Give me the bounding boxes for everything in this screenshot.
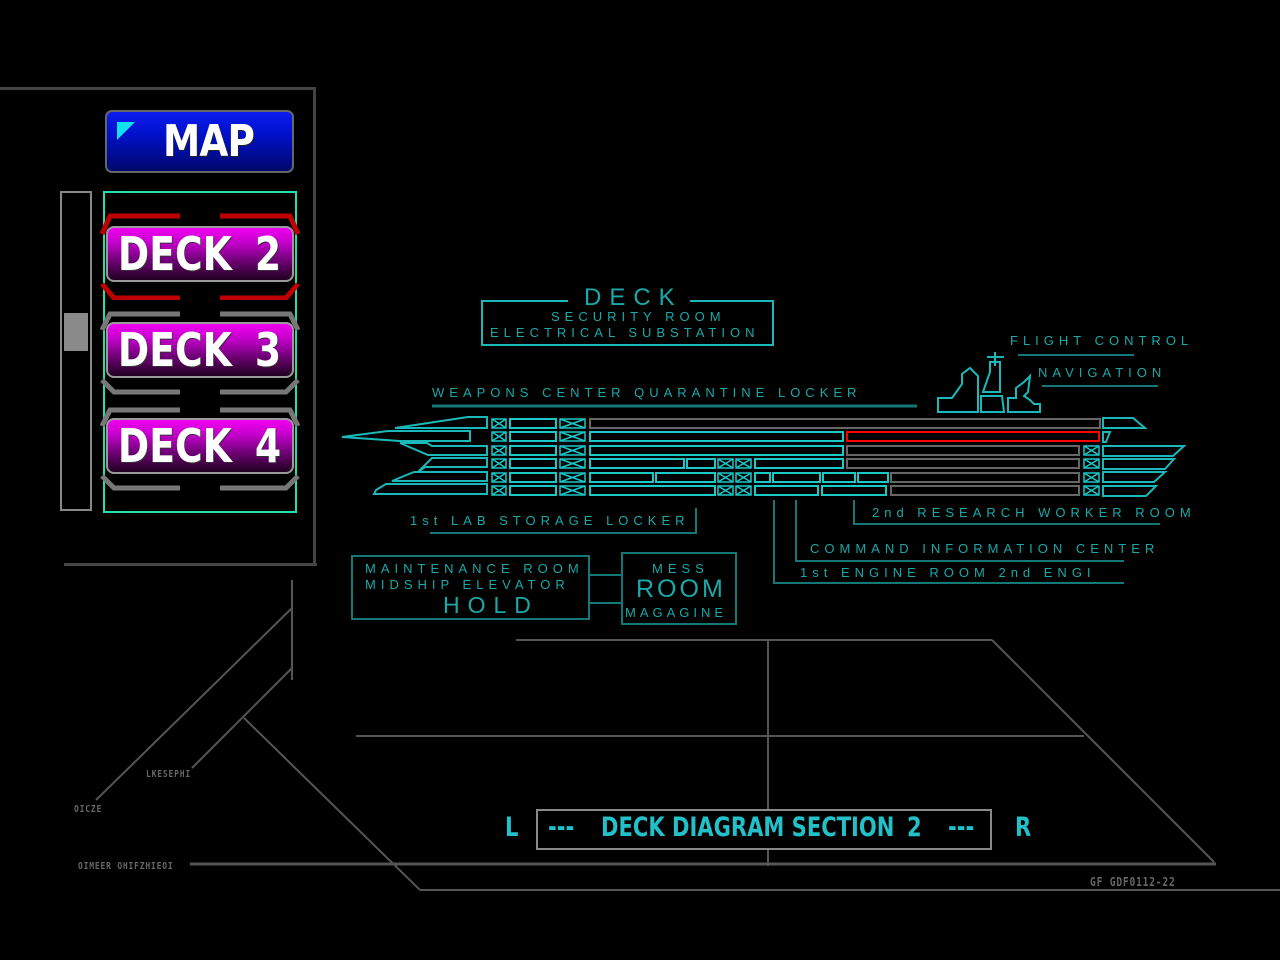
room-cell[interactable] [589,485,716,496]
stairwell-icon [717,485,734,496]
label-flight-control[interactable]: FLIGHT CONTROL [1010,333,1194,348]
label-lab-storage[interactable]: 1st LAB STORAGE LOCKER [410,513,690,528]
deck-4-label: DECK 4 [118,419,282,473]
deck-rooms [491,418,1101,496]
small-label-3: OIMEER OHIFZHIEOI [78,861,174,872]
section-number: 2 [907,812,922,843]
label-weapons-center[interactable]: WEAPONS CENTER QUARANTINE LOCKER [432,385,862,400]
stairwell-icon [491,458,507,469]
label-navigation[interactable]: NAVIGATION [1038,365,1167,380]
maintenance-line-3[interactable]: HOLD [443,592,539,618]
room-cell[interactable] [846,458,1080,469]
small-label-2: OICZE [74,804,103,815]
stairwell-icon [717,472,734,483]
nav-left-button[interactable]: L [505,812,519,843]
mess-line-3[interactable]: MAGAGINE [625,605,728,620]
radar-dish-icon [1007,373,1041,413]
mess-line-2[interactable]: ROOM [636,575,726,603]
mess-line-1[interactable]: MESS [652,561,709,576]
stairwell-icon [491,418,507,429]
stairwell-icon [491,431,507,442]
maintenance-line-1[interactable]: MAINTENANCE ROOM [365,561,584,576]
map-button-label: MAP [162,116,255,167]
stairwell-icon [735,458,752,469]
left-panel-bottom-line [64,563,317,566]
stairwell-icon [1083,485,1100,496]
corridor-top[interactable] [589,418,1101,429]
deck-2-label: DECK 2 [118,227,282,281]
stairwell-icon [491,445,507,456]
room-cell[interactable] [686,458,716,469]
room-cell[interactable] [655,472,716,483]
room-cell[interactable] [509,418,557,429]
room-cell[interactable] [890,485,1080,496]
stairwell-icon [735,485,752,496]
room-cell[interactable] [754,458,844,469]
deck-3-button[interactable]: DECK 3 [106,322,294,378]
stairwell-icon [559,431,586,442]
bridge-tower-icon [937,366,979,413]
deck-scrollbar-thumb[interactable] [64,313,88,351]
deck-3-label: DECK 3 [118,323,282,377]
room-cell[interactable] [890,472,1080,483]
stairwell-icon [735,472,752,483]
nav-right-button[interactable]: R [1015,812,1032,843]
footer-code: GF GDF0112-22 [1090,875,1176,889]
title-heading: DECK [584,284,683,311]
stairwell-icon [717,458,734,469]
room-cell[interactable] [509,472,557,483]
title-line-2: ELECTRICAL SUBSTATION [490,325,760,340]
label-research-worker[interactable]: 2nd RESEARCH WORKER ROOM [872,505,1196,520]
deck-4-button[interactable]: DECK 4 [106,418,294,474]
label-engine-room[interactable]: 1st ENGINE ROOM 2nd ENGI [800,565,1096,580]
deck-2-button[interactable]: DECK 2 [106,226,294,282]
map-button[interactable]: MAP [105,110,294,173]
room-cell[interactable] [509,431,557,442]
title-box-frame [481,300,774,346]
stairwell-icon [1083,458,1100,469]
stairwell-icon [1083,472,1100,483]
room-cell[interactable] [754,472,771,483]
room-cell[interactable] [509,445,557,456]
lab-storage-leader [430,508,697,534]
highlighted-room[interactable] [846,431,1100,442]
room-cell[interactable] [857,472,889,483]
room-cell[interactable] [509,458,557,469]
room-cell[interactable] [754,485,819,496]
maintenance-line-2[interactable]: MIDSHIP ELEVATOR [365,577,570,592]
room-cell[interactable] [589,445,844,456]
stairwell-icon [559,485,586,496]
title-line-1: SECURITY ROOM [551,309,726,324]
stairwell-icon [1083,445,1100,456]
section-box [536,809,992,850]
corner-triangle-icon [117,122,135,140]
left-panel-frame [0,87,316,565]
room-cell[interactable] [822,472,856,483]
room-cell[interactable] [509,485,557,496]
room-cell[interactable] [772,472,821,483]
stairwell-icon [559,458,586,469]
room-cell[interactable] [589,431,844,442]
stairwell-icon [491,472,507,483]
dash-left: --- [548,812,575,843]
stairwell-icon [559,418,586,429]
room-cell[interactable] [821,485,887,496]
deck-list [103,191,297,513]
section-label: DECK DIAGRAM SECTION [601,812,895,843]
stairwell-icon [559,445,586,456]
small-label-1: LKESEPHI [146,769,191,780]
room-cell[interactable] [846,445,1080,456]
room-cell[interactable] [589,458,685,469]
dash-right: --- [948,812,975,843]
stairwell-icon [491,485,507,496]
label-command-info[interactable]: COMMAND INFORMATION CENTER [810,541,1160,556]
deck-scrollbar[interactable] [60,191,92,511]
stairwell-icon [559,472,586,483]
room-cell[interactable] [589,472,654,483]
